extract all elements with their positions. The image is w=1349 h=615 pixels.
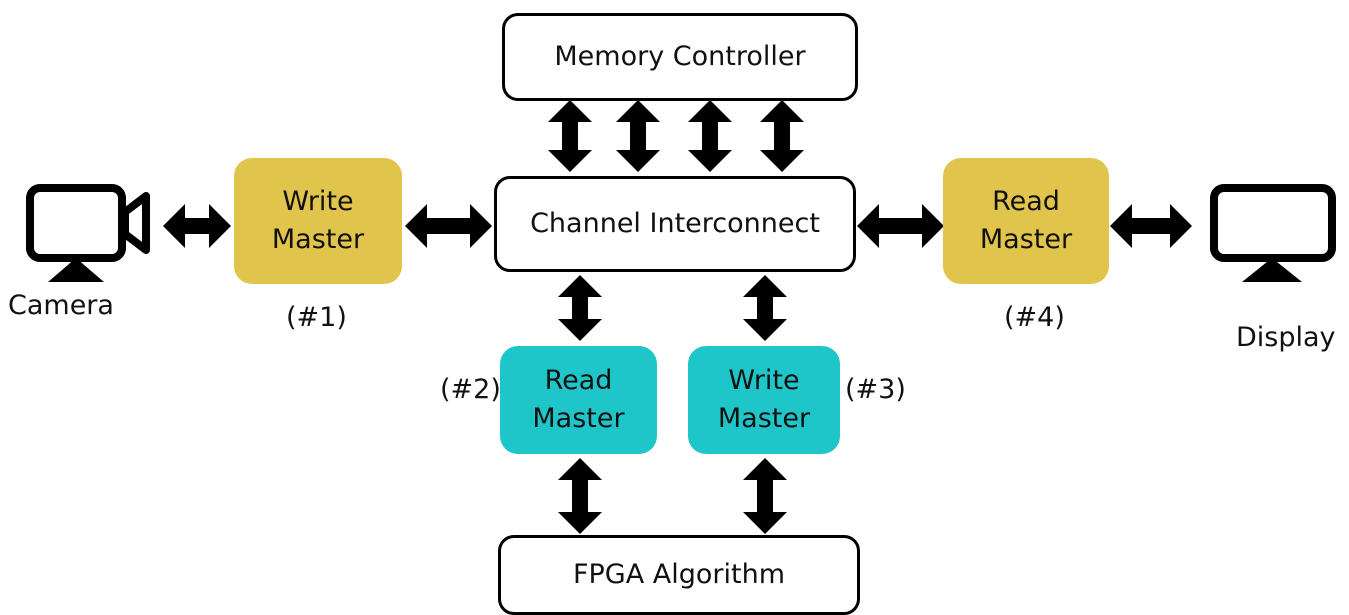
read-master-4-tag: (#4) <box>1004 302 1065 333</box>
read-master-4-line2: Master <box>979 224 1073 255</box>
fpga-algorithm-box: FPGA Algorithm <box>498 535 860 615</box>
write-master-1-box: Write Master <box>234 158 402 284</box>
arrow-write-master-1-interconnect <box>405 204 492 248</box>
camera-label: Camera <box>8 290 114 321</box>
arrow-memory-interconnect-4 <box>760 100 804 172</box>
monitor-icon <box>1210 184 1336 282</box>
arrow-memory-interconnect-1 <box>548 100 592 172</box>
read-master-2-tag: (#2) <box>440 374 501 405</box>
write-master-1-line1: Write <box>282 186 354 217</box>
arrow-memory-interconnect-3 <box>688 100 732 172</box>
arrow-read-master-2-fpga <box>558 458 602 534</box>
write-master-3-tag: (#3) <box>845 374 906 405</box>
write-master-3-line2: Master <box>717 403 811 434</box>
write-master-1-line2: Master <box>271 224 365 255</box>
arrow-interconnect-write-master-3 <box>743 275 787 341</box>
write-master-3-line1: Write <box>728 365 800 396</box>
arrow-write-master-3-fpga <box>743 458 787 534</box>
arrow-camera-write-master-1 <box>163 204 231 248</box>
memory-controller-box: Memory Controller <box>502 13 858 101</box>
arrow-read-master-4-display <box>1110 204 1192 248</box>
arrow-interconnect-read-master-4 <box>857 204 944 248</box>
read-master-2-line2: Master <box>532 403 625 434</box>
channel-interconnect-box: Channel Interconnect <box>494 176 856 272</box>
fpga-algorithm-label: FPGA Algorithm <box>572 559 786 590</box>
read-master-4-line1: Read <box>992 186 1060 217</box>
arrow-interconnect-read-master-2 <box>558 275 602 341</box>
write-master-3-box: Write Master <box>688 346 840 454</box>
display-label: Display <box>1236 322 1336 353</box>
read-master-2-box: Read Master <box>500 346 657 454</box>
read-master-4-box: Read Master <box>943 158 1109 284</box>
read-master-2-line1: Read <box>544 365 613 396</box>
arrow-memory-interconnect-2 <box>616 100 660 172</box>
camera-icon <box>26 184 150 282</box>
channel-interconnect-label: Channel Interconnect <box>530 208 820 239</box>
memory-controller-label: Memory Controller <box>554 41 806 72</box>
write-master-1-tag: (#1) <box>286 302 347 333</box>
